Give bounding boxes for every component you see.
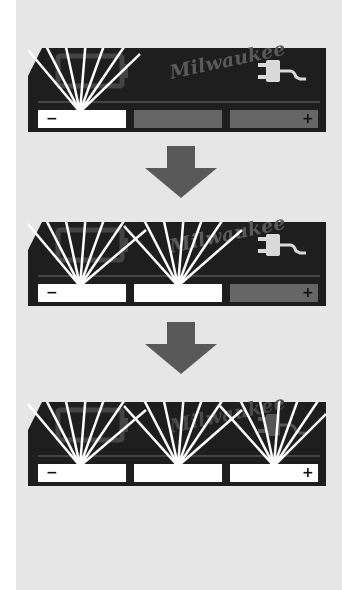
minus-label: − [46, 466, 58, 480]
charger-indicator-stage-3: Milwaukee − + [28, 402, 326, 492]
down-arrow-icon [145, 322, 217, 374]
led-2 [134, 110, 222, 128]
plus-label: + [302, 112, 314, 126]
plus-label: + [302, 466, 314, 480]
led-2 [134, 464, 222, 482]
down-arrow-icon [145, 146, 217, 198]
charger-indicator-stage-1: Milwaukee − + [28, 48, 326, 138]
minus-label: − [46, 112, 58, 126]
led-2 [134, 284, 222, 302]
charger-indicator-stage-2: Milwaukee − + [28, 222, 326, 312]
plus-label: + [302, 286, 314, 300]
minus-label: − [46, 286, 58, 300]
